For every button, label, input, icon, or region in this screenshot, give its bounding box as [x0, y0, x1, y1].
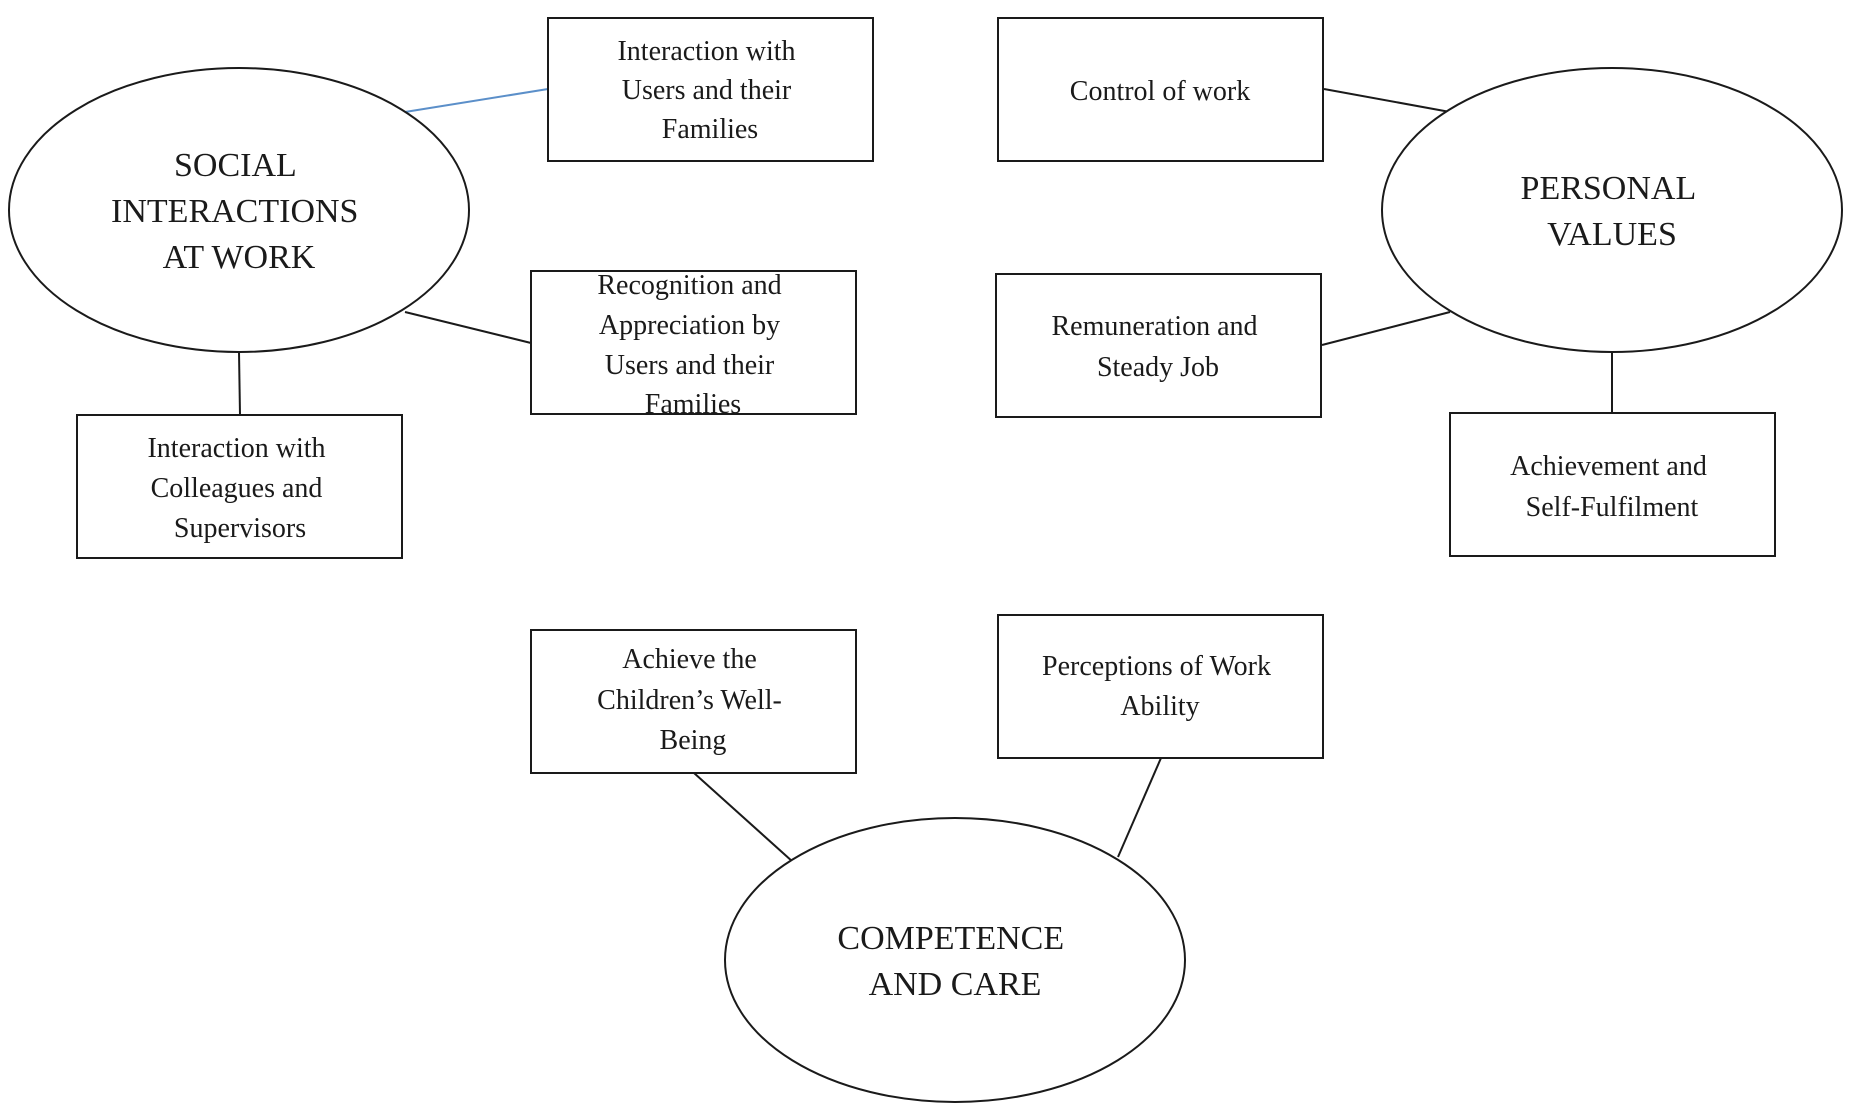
connector-competence-to-wellbeing	[693, 772, 794, 863]
box-perceptions-of-work-ability: Perceptions of Work Ability	[997, 614, 1324, 759]
box-colleagues-line-2: Colleagues and	[151, 473, 323, 504]
hub-personal-values: PERSONAL VALUES	[1381, 67, 1843, 353]
svg-text:Control of work: Control of work	[1070, 76, 1250, 107]
svg-text:Perceptions of Work Abi: Perceptions of Work Ability	[1042, 651, 1278, 722]
box-work-ability-line-1: Perceptions of Work	[1042, 651, 1271, 682]
box-achievement-line-1: Achievement and	[1510, 451, 1707, 482]
box-interaction-users-line-1: Interaction with	[617, 36, 795, 67]
svg-text:Achieve the Children’s W: Achieve the Children’s Well- Being	[597, 644, 789, 756]
svg-text:Interaction with Users: Interaction with Users and their Familie…	[617, 36, 802, 145]
hub-social-line-1: SOCIAL	[174, 147, 296, 184]
hub-competence-and-care: COMPETENCE AND CARE	[724, 817, 1186, 1103]
box-interaction-users-line-3: Families	[662, 114, 758, 145]
box-remuneration-line-2: Steady Job	[1097, 352, 1219, 383]
box-control-line-1: Control of work	[1070, 76, 1250, 107]
box-recognition-line-2: Appreciation by	[599, 310, 780, 341]
hub-social-interactions: SOCIAL INTERACTIONS AT WORK	[8, 67, 470, 353]
hub-competence-line-2: AND CARE	[869, 966, 1042, 1003]
box-interaction-with-colleagues: Interaction with Colleagues and Supervis…	[76, 414, 403, 559]
svg-text:COMPETENCE AND CARE: COMPETENCE AND CARE	[837, 920, 1072, 1003]
svg-text:Achievement and Self-Fu: Achievement and Self-Fulfilment	[1510, 451, 1714, 523]
box-recognition-and-appreciation: Recognition and Appreciation by Users an…	[530, 270, 857, 420]
hub-social-line-3: AT WORK	[163, 239, 316, 276]
box-recognition-line-4: Families	[645, 389, 741, 420]
box-interaction-users-line-2: Users and their	[622, 75, 792, 106]
box-remuneration-and-steady-job: Remuneration and Steady Job	[995, 273, 1322, 418]
box-recognition-line-3: Users and their	[605, 350, 775, 381]
box-wellbeing-line-3: Being	[660, 725, 727, 756]
box-control-of-work: Control of work	[997, 17, 1324, 162]
hub-personal-line-2: VALUES	[1547, 216, 1677, 253]
box-colleagues-line-1: Interaction with	[147, 433, 325, 464]
box-remuneration-line-1: Remuneration and	[1051, 311, 1257, 342]
hub-social-line-2: INTERACTIONS	[111, 193, 358, 230]
box-wellbeing-line-1: Achieve the	[622, 644, 757, 675]
box-colleagues-line-3: Supervisors	[174, 513, 306, 544]
box-achievement-and-self-fulfilment: Achievement and Self-Fulfilment	[1449, 412, 1776, 557]
connector-social-to-recognition	[404, 311, 532, 344]
connector-social-to-interaction-colleagues	[238, 351, 241, 416]
svg-text:Interaction with Collea: Interaction with Colleagues and Supervis…	[147, 433, 332, 544]
svg-text:Remuneration and Steady: Remuneration and Steady Job	[1051, 311, 1264, 383]
connector-personal-to-control-work	[1323, 88, 1451, 113]
hub-competence-line-1: COMPETENCE	[837, 920, 1064, 957]
connector-competence-to-work-ability	[1117, 757, 1162, 858]
box-children-well-being: Achieve the Children’s Well- Being	[530, 629, 857, 774]
box-work-ability-line-2: Ability	[1120, 691, 1199, 722]
box-interaction-with-users: Interaction with Users and their Familie…	[547, 17, 874, 162]
svg-text:SOCIAL INTERACTIONS: SOCIAL INTERACTIONS AT WORK	[111, 147, 367, 276]
svg-text:PERSONAL VALUES: PERSONAL VALUES	[1521, 170, 1704, 253]
hub-personal-line-1: PERSONAL	[1521, 170, 1695, 207]
connector-personal-to-remuneration	[1321, 311, 1451, 346]
svg-text:Recognition and Appreci: Recognition and Appreciation by Users an…	[597, 270, 788, 420]
box-achievement-line-2: Self-Fulfilment	[1526, 492, 1699, 523]
box-wellbeing-line-2: Children’s Well-	[597, 685, 782, 716]
connector-social-to-interaction-users	[404, 88, 549, 113]
box-recognition-line-1: Recognition and	[597, 270, 781, 301]
